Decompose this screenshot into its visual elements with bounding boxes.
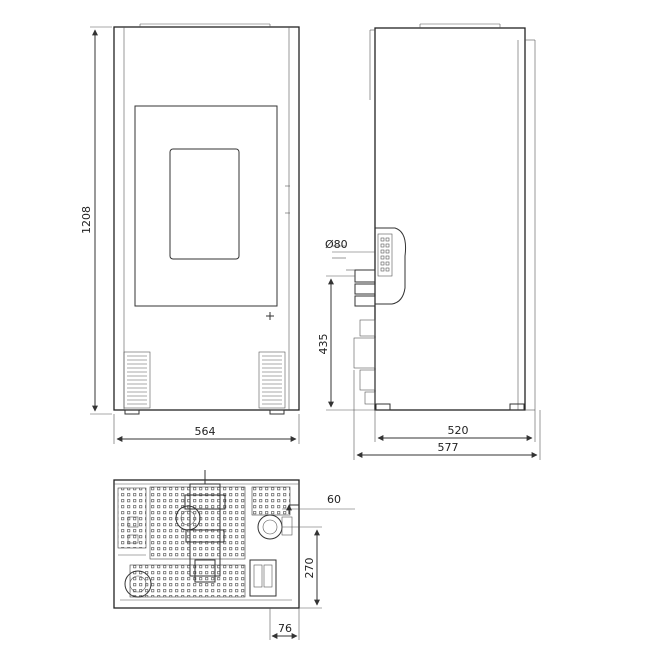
top-view	[113, 470, 300, 609]
dim-flue-diameter: Ø80	[325, 238, 375, 259]
dim-top-offset-x: 60	[282, 493, 355, 514]
label-outlet-height: 435	[317, 334, 330, 355]
label-top-offset-y: 270	[303, 558, 316, 579]
perforated-panel-main	[149, 486, 246, 560]
glass-window	[169, 148, 240, 260]
label-side-depth-total: 577	[438, 441, 459, 454]
side-view	[346, 23, 536, 411]
label-top-offset-x: 60	[327, 493, 341, 506]
label-front-height: 1208	[80, 206, 93, 234]
air-intake	[124, 570, 152, 598]
dim-top-outlet-offset: 76	[269, 608, 300, 640]
front-body	[113, 26, 300, 411]
label-front-width: 564	[195, 425, 216, 438]
flue-outlet	[257, 514, 283, 540]
label-flue-diameter: Ø80	[325, 238, 348, 251]
label-top-outlet-offset: 76	[278, 622, 292, 635]
label-side-depth-inner: 520	[448, 424, 469, 437]
top-body	[113, 479, 300, 609]
dim-front-width: 564	[113, 414, 300, 444]
door-frame	[134, 105, 278, 307]
dim-outlet-height: 435	[317, 275, 376, 411]
flue-pipe	[354, 269, 376, 283]
foot-right	[269, 409, 285, 415]
front-view	[113, 23, 300, 415]
left-vent	[123, 351, 151, 409]
foot-left	[124, 409, 140, 415]
side-body	[374, 27, 526, 411]
control-box	[375, 227, 406, 305]
right-vent	[258, 351, 286, 409]
control-module	[249, 559, 277, 597]
dim-side-depth-total: 577	[353, 370, 541, 460]
dim-top-offset-y: 270	[282, 526, 322, 609]
dim-front-height: 1208	[80, 26, 112, 415]
dim-side-depth-inner: 520	[374, 410, 536, 442]
